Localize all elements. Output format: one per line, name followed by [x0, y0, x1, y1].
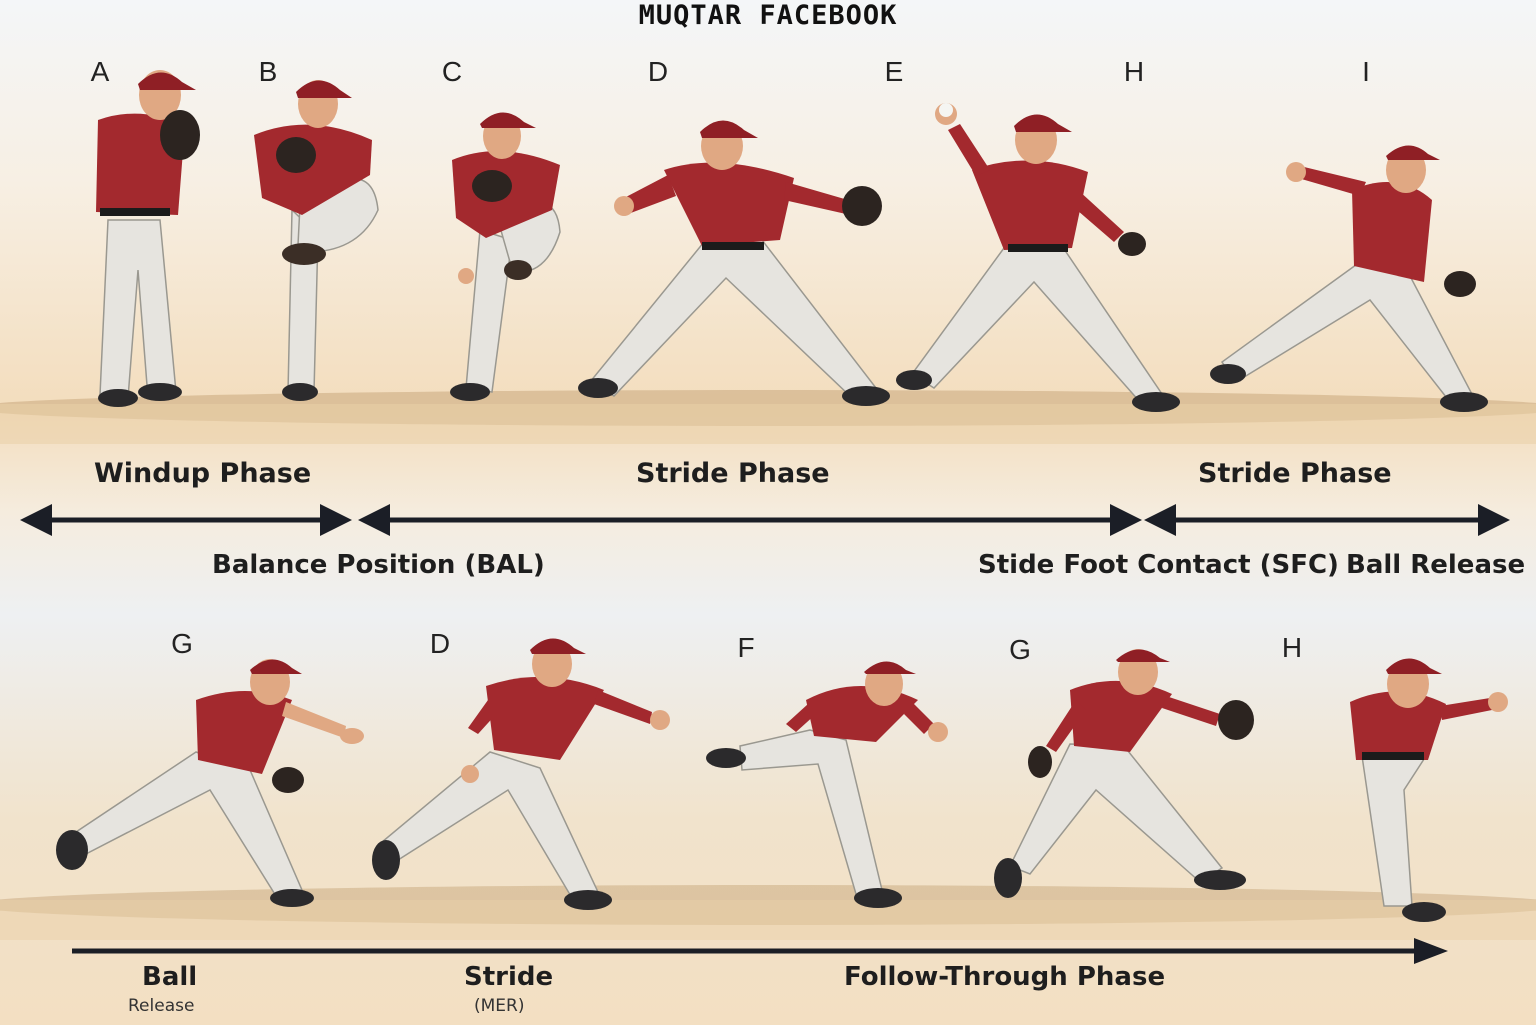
- frame-letter-a: A: [90, 56, 110, 87]
- pitcher-figure-d: [578, 120, 890, 406]
- arrow-windup: [20, 504, 352, 536]
- pitcher-figure-a: [96, 70, 200, 407]
- frame-letter-h: H: [1123, 56, 1145, 87]
- bottom-sublabel-mer: (MER): [474, 996, 525, 1016]
- arrow-stride: [358, 504, 1142, 536]
- bottom-label-follow-through: Follow-Through Phase: [844, 962, 1166, 992]
- pitcher-figure-g1: [56, 659, 364, 907]
- pitcher-figure-b: [254, 80, 379, 401]
- pitcher-figure-d2: [372, 638, 670, 910]
- frame-letter-f: F: [737, 632, 755, 663]
- pitcher-figure-f: [706, 661, 948, 908]
- frame-letter-d-bottom: D: [429, 628, 451, 659]
- bottom-label-stride: Stride: [464, 962, 554, 992]
- pitcher-figure-e: [896, 103, 1180, 412]
- frame-letter-h-bottom: H: [1281, 632, 1303, 663]
- event-label-ball-release: Ball Release: [1346, 550, 1526, 580]
- frame-letter-c: C: [441, 56, 463, 87]
- bottom-label-ball: Ball: [142, 962, 198, 992]
- phase-label-stride-2: Stride Phase: [1198, 458, 1392, 489]
- bottom-sublabel-release: Release: [128, 996, 195, 1016]
- frame-letter-i: I: [1362, 56, 1370, 87]
- ground-top: [0, 390, 1536, 444]
- pitcher-figure-i: [1210, 145, 1488, 412]
- frame-letter-g-bottom: G: [1009, 634, 1031, 665]
- pitcher-figure-h2: [1350, 658, 1508, 922]
- arrow-follow-through: [72, 938, 1448, 964]
- phase-label-stride: Stride Phase: [636, 458, 830, 489]
- event-label-balance-position: Balance Position (BAL): [212, 550, 545, 580]
- pitcher-figure-c: [450, 112, 561, 401]
- frame-letter-g: G: [171, 628, 193, 659]
- pitcher-figure-g2: [994, 649, 1254, 898]
- arrow-arm-cocking: [1144, 504, 1510, 536]
- frame-letter-e: E: [884, 56, 904, 87]
- watermark-text: MUQTAR FACEBOOK: [638, 0, 898, 31]
- phase-label-windup: Windup Phase: [94, 458, 312, 489]
- frame-letter-d: D: [647, 56, 669, 87]
- frame-letter-b: B: [258, 56, 278, 87]
- ground-bottom: [0, 885, 1536, 940]
- event-label-stride-foot-contact: Stide Foot Contact (SFC): [978, 550, 1339, 580]
